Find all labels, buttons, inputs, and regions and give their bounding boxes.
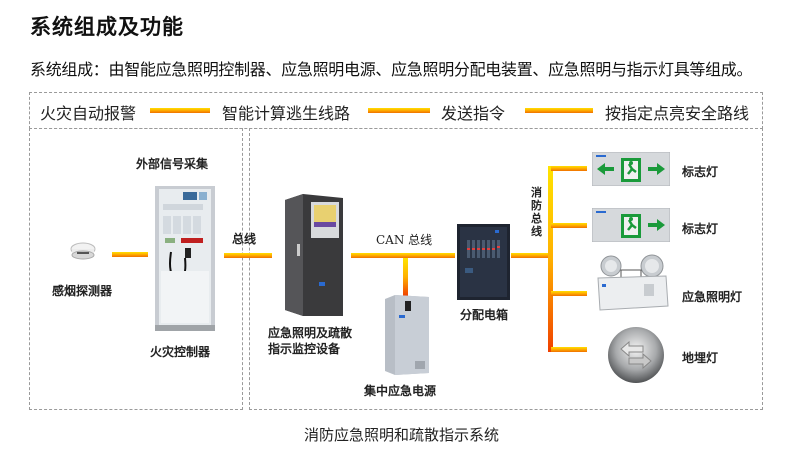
diagram-caption: 消防应急照明和疏散指示系统 <box>303 426 499 444</box>
fire-bus-trunk <box>548 166 553 352</box>
fire-bus-branch-4 <box>551 347 587 352</box>
smoke-detector-icon <box>70 242 96 260</box>
fire-bus-branch-3 <box>551 291 587 296</box>
fixture-label-4: 地埋灯 <box>682 351 719 365</box>
distribution-to-fire-bus-line <box>511 253 551 258</box>
emergency-lighting-subsystem-box <box>249 128 763 410</box>
monitoring-device-icon <box>285 194 343 316</box>
monitoring-device-label-line2: 指示监控设备 <box>268 342 341 356</box>
fire-bus-branch-1 <box>551 166 587 171</box>
flow-step-light-route: 按指定点亮安全路线 <box>605 104 750 123</box>
can-bus-line <box>351 253 455 258</box>
twin-head-emergency-light-icon <box>596 254 670 312</box>
page-title: 系统组成及功能 <box>30 15 184 39</box>
flow-step-fire-alarm: 火灾自动报警 <box>40 104 137 123</box>
exit-sign-bidirectional-icon <box>591 151 671 187</box>
fire-bus-branch-2 <box>551 223 587 228</box>
flow-connector <box>368 108 430 113</box>
fixture-label-1: 标志灯 <box>682 165 719 179</box>
can-bus-to-power-line <box>403 258 408 296</box>
fixture-label-3: 应急照明灯 <box>682 290 743 304</box>
system-composition-text: 系统组成：由智能应急照明控制器、应急照明电源、应急照明分配电装置、应急照明与指示… <box>30 60 753 79</box>
controller-to-monitor-bus <box>224 253 272 258</box>
distribution-box-icon <box>457 224 510 300</box>
smoke-detector-label: 感烟探测器 <box>52 284 113 298</box>
inground-light-icon <box>607 326 665 384</box>
flow-connector <box>525 108 593 113</box>
fixture-label-2: 标志灯 <box>682 222 719 236</box>
can-bus-label: CAN 总线 <box>376 233 433 247</box>
monitoring-device-label-line1: 应急照明及疏散 <box>268 326 353 340</box>
emergency-power-supply-label: 集中应急电源 <box>364 384 437 398</box>
fire-alarm-subsystem-box <box>29 128 243 410</box>
bus-label: 总线 <box>232 232 257 246</box>
flow-connector <box>150 108 210 113</box>
detector-to-controller-line <box>112 252 148 257</box>
external-signal-label: 外部信号采集 <box>136 157 209 171</box>
fire-controller-label: 火灾控制器 <box>150 345 211 359</box>
fire-controller-icon <box>155 186 215 331</box>
flow-step-send-command: 发送指令 <box>441 104 506 123</box>
distribution-box-label: 分配电箱 <box>460 308 509 322</box>
flow-step-compute-route: 智能计算逃生线路 <box>222 104 351 123</box>
exit-sign-right-icon <box>591 207 671 243</box>
fire-bus-label: 消防总线 <box>531 186 542 238</box>
emergency-power-supply-icon <box>385 295 429 375</box>
